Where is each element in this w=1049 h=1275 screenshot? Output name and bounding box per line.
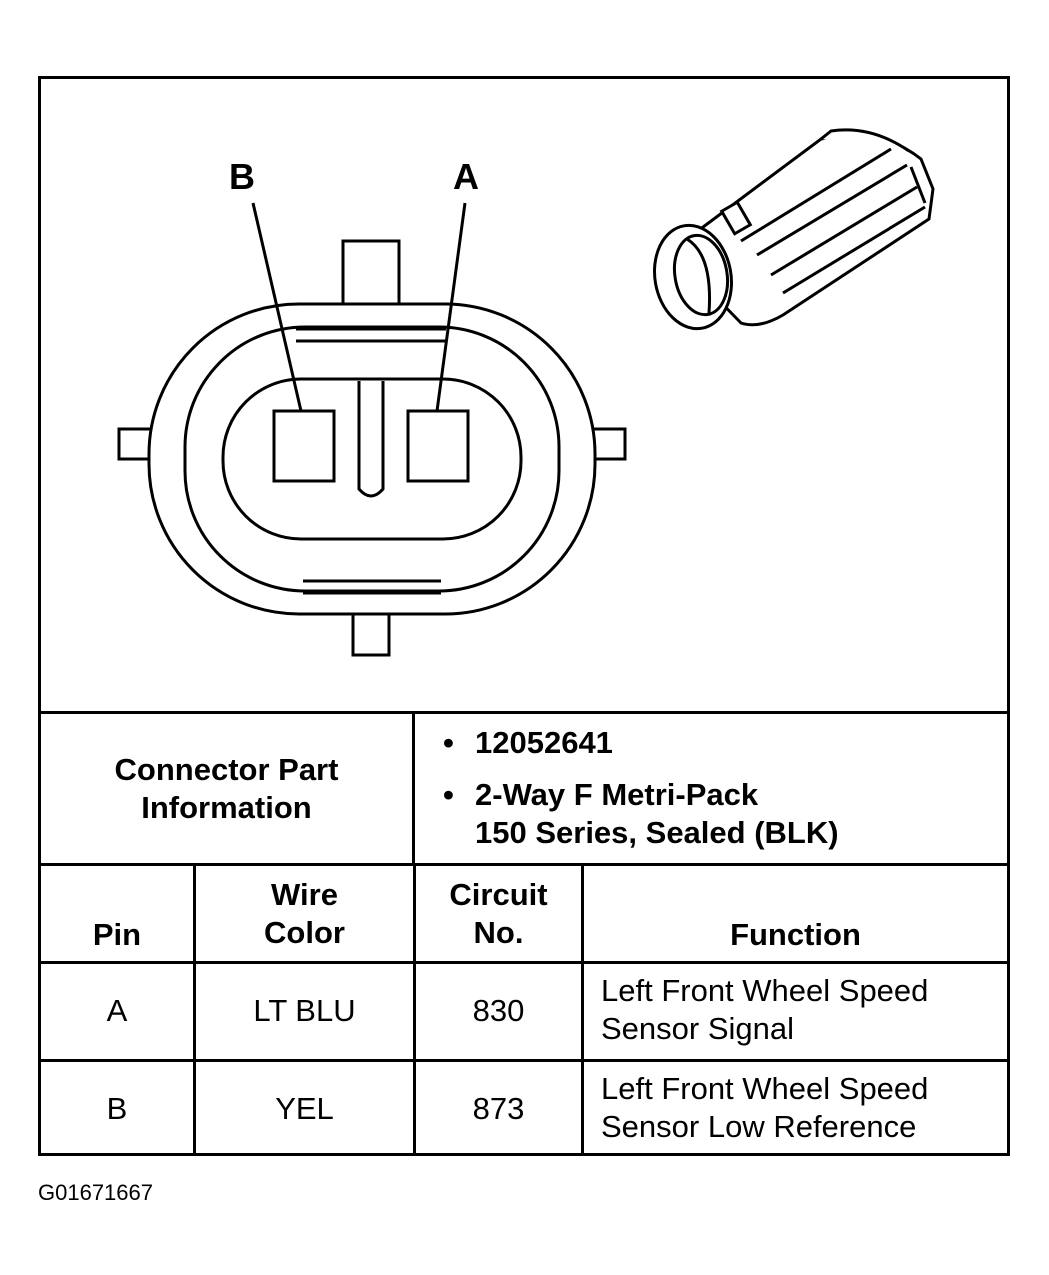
bullet: •	[443, 777, 454, 812]
row-b-function: Left Front Wheel Speed Sensor Low Refere…	[601, 1070, 1001, 1146]
bullet: •	[443, 725, 454, 760]
header-wire-color: Wire Color	[196, 876, 413, 952]
connector-diagram: B A	[41, 79, 1007, 711]
row-a-function-line1: Left Front Wheel Speed	[601, 973, 929, 1008]
part-description-line1: 2-Way F Metri-Pack	[475, 777, 759, 812]
pin-b-label: B	[229, 156, 255, 197]
connector-part-info-values: • 12052641 • 2-Way F Metri-Pack 150 Seri…	[415, 714, 1007, 863]
figure-id: G01671667	[38, 1180, 153, 1205]
header-circuit-line2: No.	[473, 915, 524, 950]
header-function: Function	[730, 917, 861, 952]
row-b-circuit: 873	[472, 1091, 525, 1126]
header-wire-color-line2: Color	[264, 915, 345, 950]
part-info-label-line2: Information	[141, 789, 312, 825]
row-a-function-line2: Sensor Signal	[601, 1011, 795, 1046]
row-b-pin: B	[106, 1091, 128, 1126]
part-number: 12052641	[475, 725, 613, 760]
pin-table: Pin Wire Color Circuit No. Function A LT…	[41, 863, 1007, 1156]
part-number-row: • 12052641	[443, 724, 613, 762]
row-a-circuit: 830	[472, 993, 525, 1028]
row-b-function-line2: Sensor Low Reference	[601, 1109, 917, 1144]
part-info-label-line1: Connector Part	[114, 751, 339, 787]
header-pin: Pin	[92, 917, 142, 952]
part-description-line2: 150 Series, Sealed (BLK)	[475, 815, 839, 850]
row-a-function: Left Front Wheel Speed Sensor Signal	[601, 972, 1001, 1048]
connector-3d-view	[653, 128, 935, 331]
pin-a-label: A	[453, 156, 479, 197]
row-b-wire-color: YEL	[275, 1091, 334, 1126]
connector-face-drawing	[117, 128, 935, 657]
row-b-function-line1: Left Front Wheel Speed	[601, 1071, 929, 1106]
header-wire-color-line1: Wire	[271, 877, 338, 912]
connector-part-info-label: Connector Part Information	[41, 714, 415, 863]
connector-part-info: Connector Part Information • 12052641 • …	[41, 711, 1007, 863]
row-a-wire-color: LT BLU	[253, 993, 356, 1028]
row-a-pin: A	[106, 993, 128, 1028]
header-circuit-no: Circuit No.	[416, 876, 581, 952]
connector-figure-frame: B A Connector Part Information • 1205264…	[38, 76, 1010, 1156]
part-description-row: • 2-Way F Metri-Pack 150 Series, Sealed …	[443, 776, 839, 852]
header-circuit-line1: Circuit	[449, 877, 548, 912]
